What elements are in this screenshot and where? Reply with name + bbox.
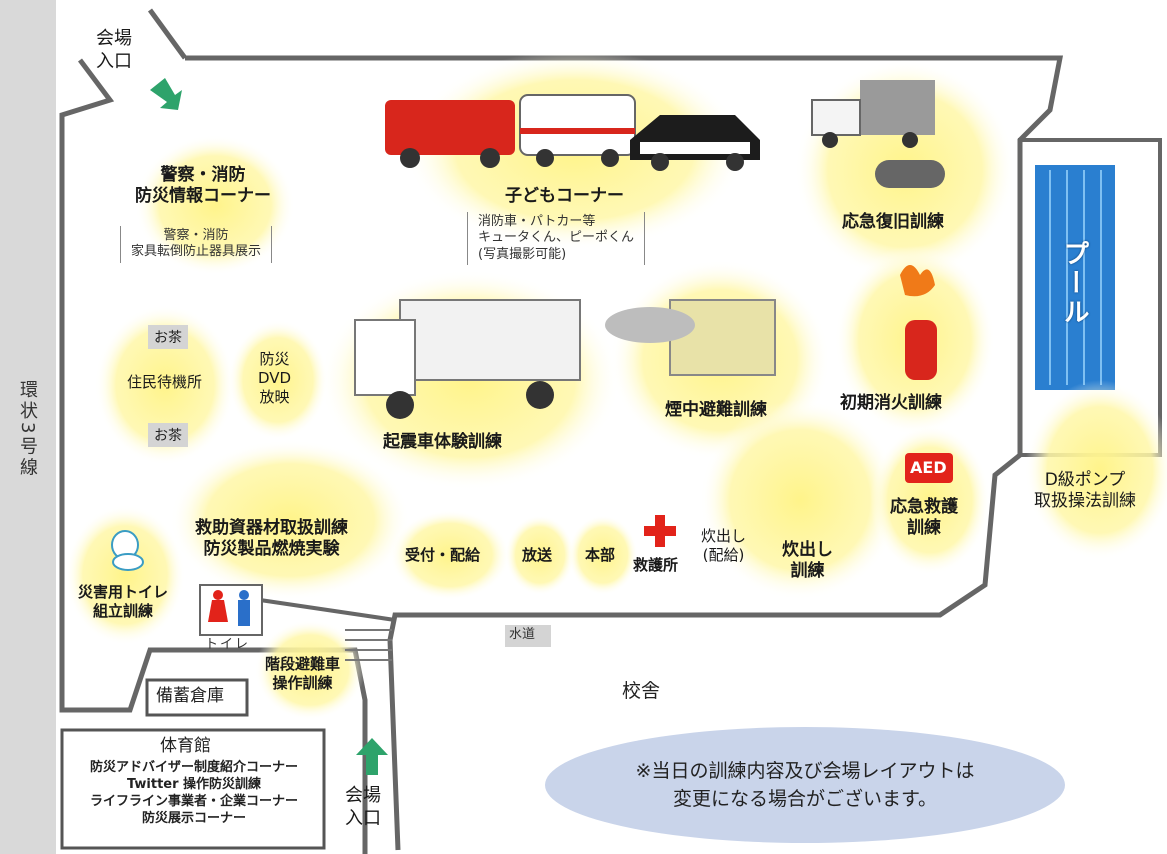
road-label: 環状3号線: [17, 380, 38, 479]
storage-box: [145, 678, 249, 717]
glow-firstaid: [870, 425, 990, 575]
toilet-label: トイレ: [205, 637, 251, 652]
recovery-label: 応急復旧訓練: [842, 212, 944, 232]
cooking-dist-label: 炊出し (配給): [701, 527, 747, 564]
entrance-bottom-label: 会場 入口: [345, 785, 381, 829]
truck-icon: [811, 80, 935, 148]
gym-title: 体育館: [160, 736, 211, 756]
tea-tag-2: お茶: [148, 423, 188, 447]
gym-items: 防災アドバイザー制度紹介コーナー Twitter 操作防災訓練 ライフライン事業…: [89, 760, 298, 826]
glow-reception: [390, 510, 510, 600]
toilet-training-label: 災害用トイレ 組立訓練: [78, 583, 169, 620]
kids-title: 子どもコーナー: [505, 186, 624, 206]
reception-label: 受付・配給: [405, 546, 481, 564]
fire-truck-icon: [385, 100, 515, 168]
shelter-label: 住民待機所: [127, 373, 203, 391]
quake-truck-label: 起震車体験訓練: [383, 432, 502, 452]
toilet-bowl-icon: [111, 530, 144, 571]
glow-pump: [1025, 380, 1167, 560]
glow-tools: [170, 440, 410, 600]
glow-dvd: [228, 320, 328, 440]
entrance-top-label: 会場 入口: [96, 28, 132, 72]
pool-label: プール: [1059, 240, 1089, 327]
glow-hq: [568, 515, 638, 595]
aid-station-label: 救護所: [633, 556, 679, 574]
aed-badge-label: AED: [910, 458, 947, 477]
tea-tag-1: お茶: [148, 325, 188, 349]
glow-cooking: [700, 400, 900, 600]
water-box: [505, 625, 551, 647]
ambulance-icon: [519, 94, 636, 167]
rescue-tools-label: 救助資器材取扱訓練 防災製品燃焼実験: [195, 518, 348, 560]
smoke-house-icon: [605, 299, 776, 376]
glow-toilet: [65, 505, 185, 645]
stairs-icon: [345, 629, 392, 661]
road-strip: [0, 0, 56, 854]
police-fire-sub: 警察・消防 家具転倒防止器具展示: [120, 226, 273, 263]
extinguish-label: 初期消火訓練: [840, 393, 942, 413]
aid-cross-icon: [644, 515, 676, 547]
d-pump-label: D級ポンプ 取扱操法訓練: [1034, 470, 1136, 512]
kids-sub: 消防車・パトカー等 キュータくん、ピーポくん (写真撮影可能): [467, 212, 646, 265]
dvd-label: 防災 DVD 放映: [258, 350, 292, 406]
notice-text: ※当日の訓練内容及び会場レイアウトは 変更になる場合がございます。: [635, 760, 975, 810]
school-label: 校舎: [622, 680, 661, 702]
police-fire-title: 警察・消防 防災情報コーナー: [135, 165, 271, 207]
notice-ellipse: [545, 727, 1065, 843]
cooking-training-label: 炊出し 訓練: [782, 540, 833, 582]
hq-label: 本部: [585, 546, 616, 564]
aed-badge-icon: [905, 453, 953, 483]
first-aid-label: 応急救護 訓練: [890, 497, 958, 539]
glow-shelter: [95, 305, 235, 465]
stairs-chair-label: 階段避難車 操作訓練: [265, 655, 341, 692]
smoke-label: 煙中避難訓練: [665, 400, 767, 420]
broadcast-label: 放送: [522, 546, 553, 564]
glow-police: [135, 135, 295, 275]
entrance-arrow-bottom: [356, 738, 388, 775]
grounds-inner-border: [259, 598, 396, 622]
glow-broadcast: [505, 515, 575, 595]
police-car-icon: [630, 115, 760, 171]
fire-extinguisher-icon: [900, 265, 937, 380]
storage-label: 備蓄倉庫: [156, 686, 224, 706]
entrance-arrow-top: [150, 78, 182, 110]
gym-box: [60, 728, 326, 850]
grounds-outline: [185, 55, 1064, 851]
tank-icon: [875, 160, 945, 188]
restroom-sign-icon: [199, 584, 263, 636]
glow-stairs: [255, 620, 365, 720]
water-label: 水道: [509, 627, 536, 642]
pool-lanes: [1049, 170, 1102, 385]
quake-truck-icon: [354, 299, 581, 419]
